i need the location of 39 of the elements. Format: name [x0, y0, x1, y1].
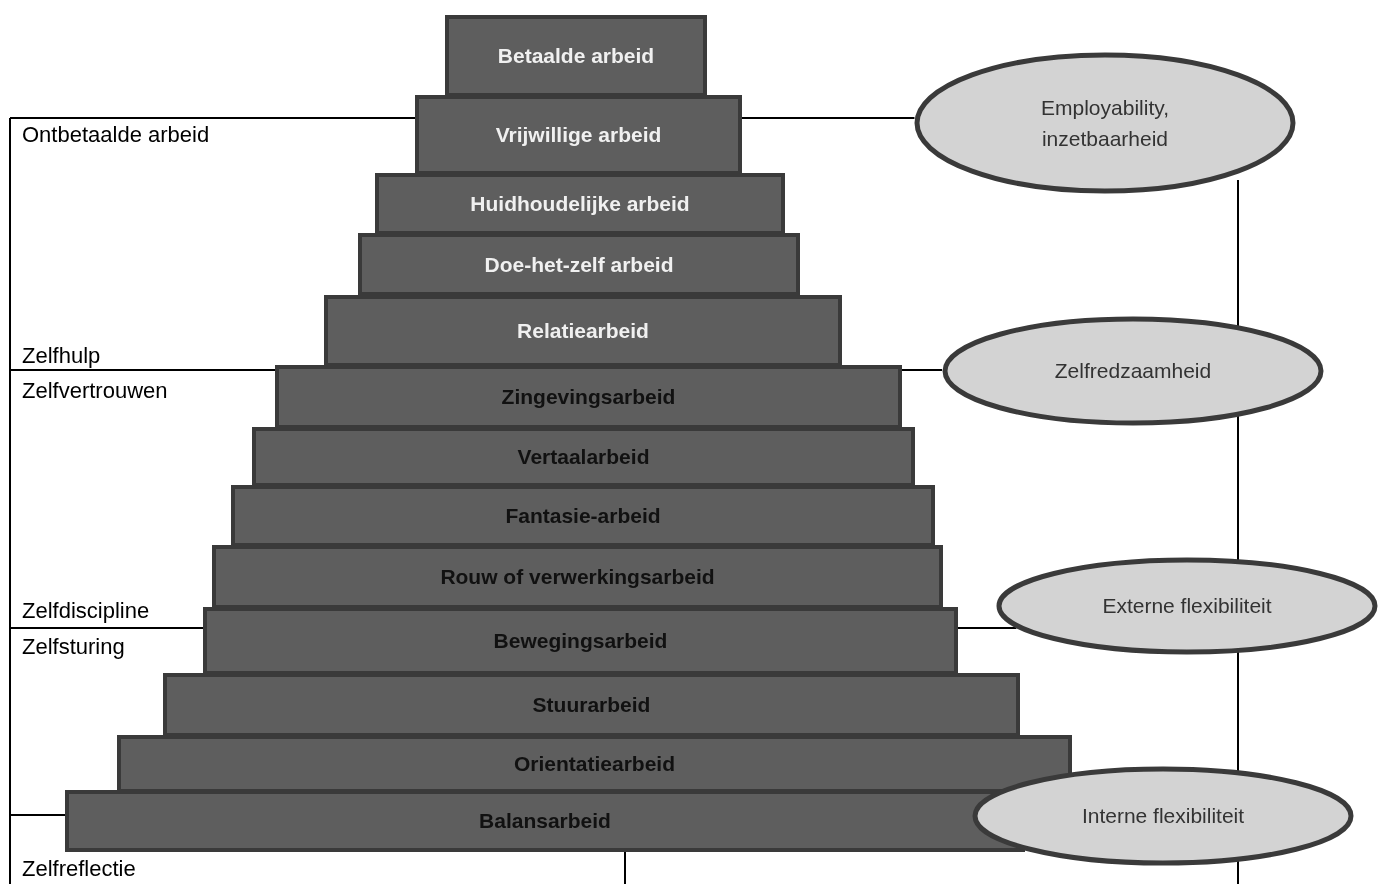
step-label: Orientatiearbeid [513, 752, 676, 776]
pyramid-step [445, 15, 707, 97]
connector-line [957, 627, 1018, 629]
step-label: Relatiearbeid [517, 319, 649, 343]
side-label: Zelfhulp [22, 343, 101, 369]
step-label: Betaalde arbeid [497, 44, 655, 68]
ellipse-label: Employability, inzetbaarheid [1040, 94, 1170, 152]
side-label: Ontbetaalde arbeid [22, 122, 210, 148]
pyramid-step [275, 365, 902, 429]
pyramid-step [415, 95, 742, 175]
side-label: Zelfdiscipline [22, 598, 150, 624]
side-label: Zelfreflectie [22, 856, 136, 882]
pyramid-step [324, 295, 842, 367]
pyramid-step [375, 173, 785, 235]
connector-line [741, 117, 916, 119]
pyramid-step [231, 485, 935, 547]
pyramid-step [358, 233, 800, 296]
step-label: Doe-het-zelf arbeid [484, 252, 674, 277]
pyramid-step [203, 607, 958, 675]
pyramid-step [252, 427, 915, 487]
ellipse-label: Zelfredzaamheid [1054, 358, 1212, 385]
side-label: Zelfsturing [22, 634, 125, 660]
pyramid-step [65, 790, 1025, 852]
step-label: Huidhoudelijke arbeid [470, 192, 690, 216]
ellipse-label: Externe flexibiliteit [1102, 593, 1272, 620]
step-label: Bewegingsarbeid [493, 629, 668, 653]
step-label: Vertaalarbeid [517, 445, 650, 469]
pyramid-step [163, 673, 1020, 737]
side-label: Zelfvertrouwen [22, 378, 168, 404]
step-label: Rouw of verwerkingsarbeid [440, 565, 715, 589]
step-label: Zingevingsarbeid [501, 385, 676, 409]
step-label: Vrijwillige arbeid [495, 123, 662, 147]
pyramid-step [212, 545, 943, 609]
step-label: Stuurarbeid [532, 693, 651, 717]
step-label: Fantasie-arbeid [505, 504, 661, 528]
connector-line [901, 369, 944, 371]
step-label: Balansarbeid [479, 809, 611, 833]
pyramid-step [117, 735, 1072, 793]
ellipse-label: Interne flexibiliteit [1081, 803, 1245, 830]
